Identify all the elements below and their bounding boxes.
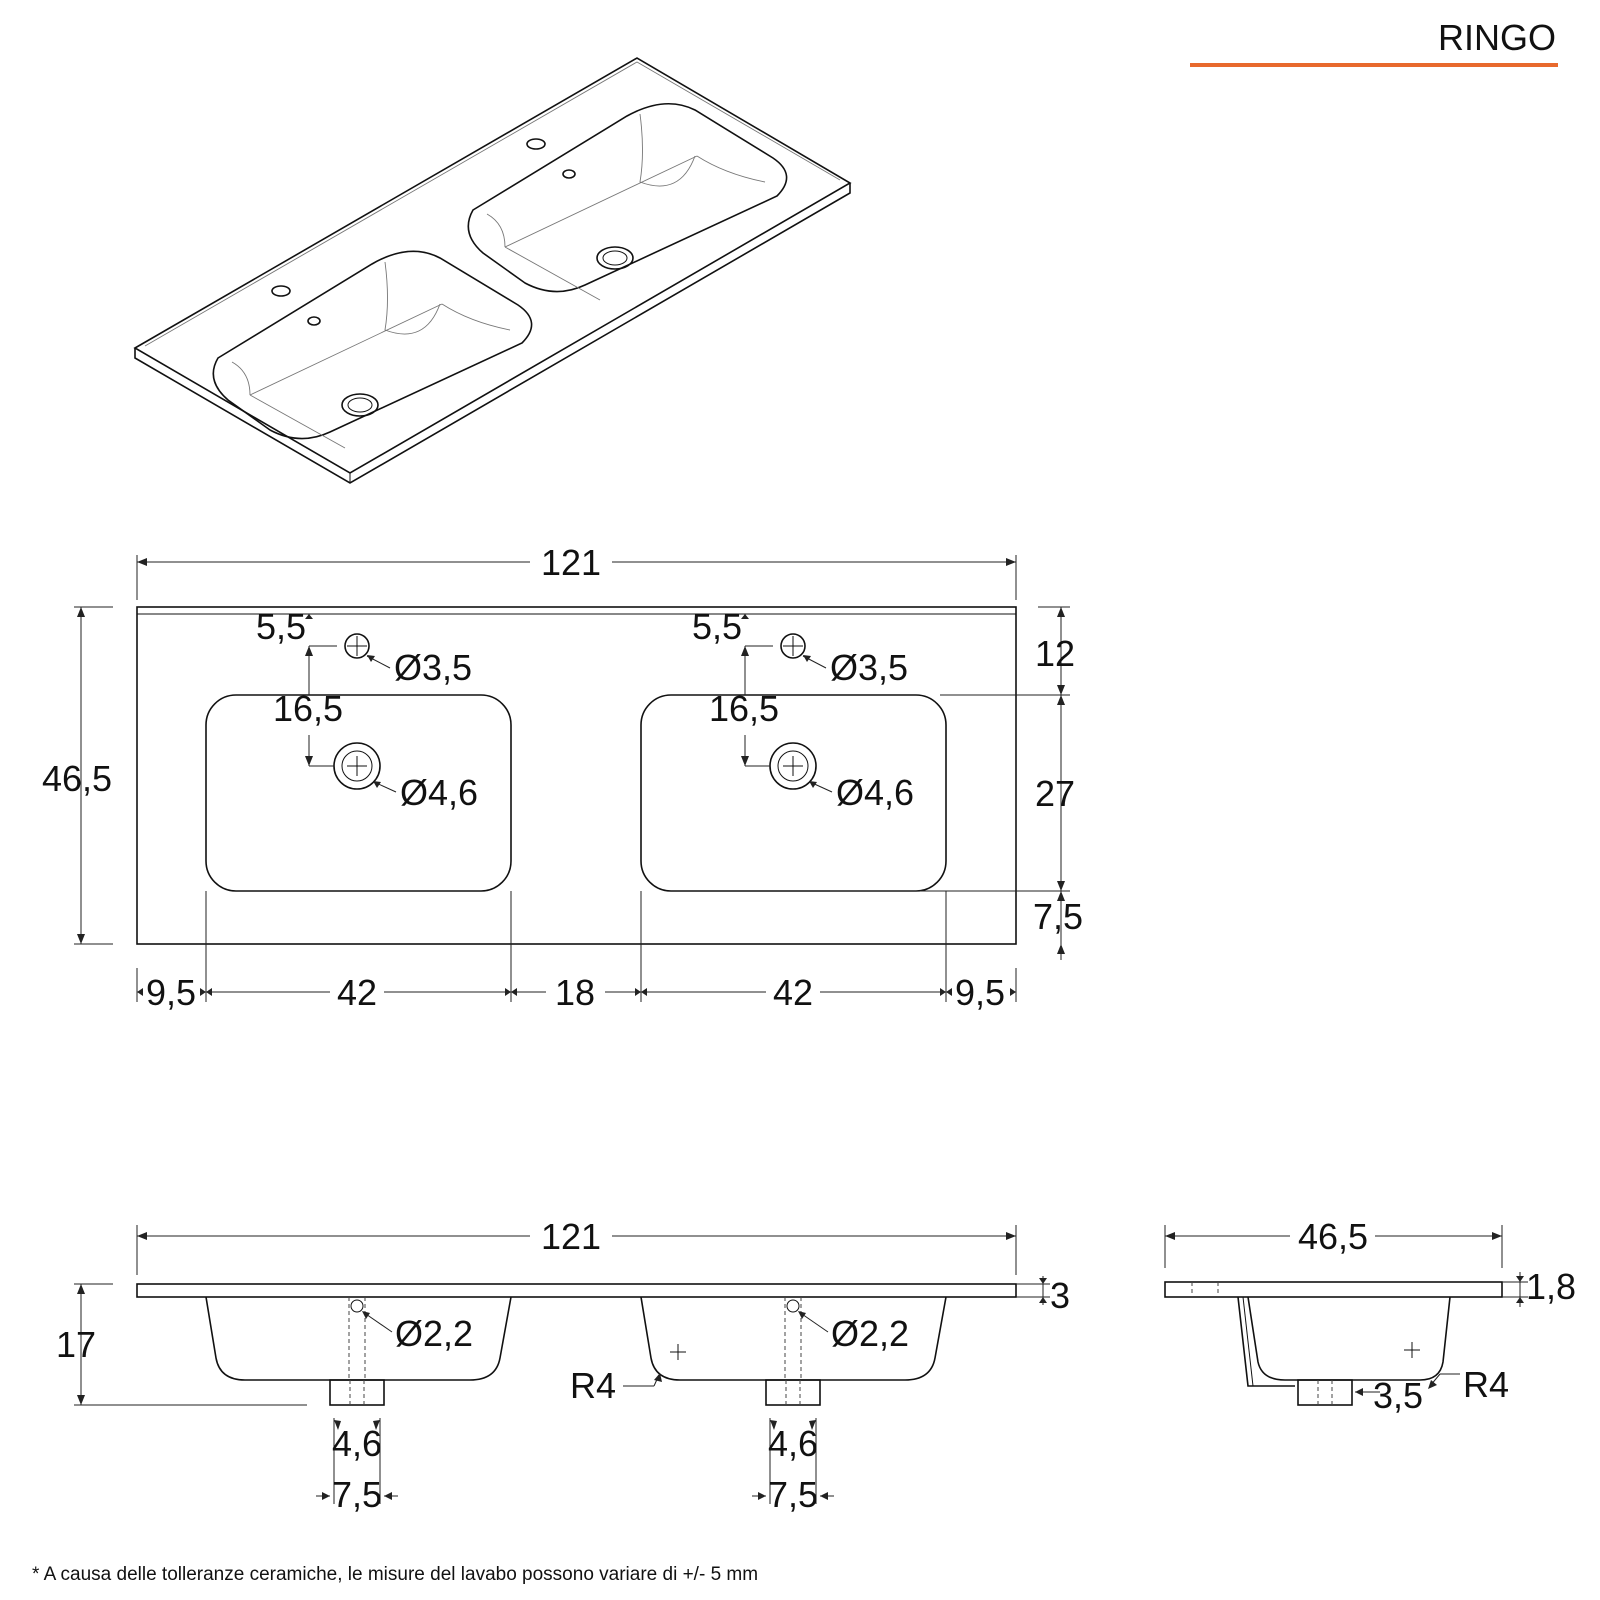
left-drain-offset: 16,5 <box>273 688 343 729</box>
iso-basin-left <box>212 250 533 449</box>
iso-basin-right <box>467 102 788 301</box>
side-radius: R4 <box>1463 1364 1509 1405</box>
right-tap-hole: Ø3,5 <box>830 647 908 688</box>
dim-total-depth: 46,5 <box>42 758 112 799</box>
top-basin-left <box>205 694 512 892</box>
top-basin-right <box>640 694 947 892</box>
left-tap-hole: Ø3,5 <box>394 647 472 688</box>
tolerance-note: * A causa delle tolleranze ceramiche, le… <box>32 1564 758 1585</box>
front-right-drain-inner: 4,6 <box>768 1423 818 1464</box>
left-tap-offset: 5,5 <box>256 606 306 647</box>
right-drain-hole: Ø4,6 <box>836 772 914 813</box>
front-left-drain-outer: 7,5 <box>332 1474 382 1515</box>
front-right-drain-outer: 7,5 <box>768 1474 818 1515</box>
product-title: RINGO <box>1438 17 1556 58</box>
title-underline <box>1190 63 1558 67</box>
front-radius: R4 <box>570 1365 616 1406</box>
front-view: 121 3 17 Ø2,2 Ø2,2 R4 4,6 <box>56 1216 1070 1515</box>
dim-front-margin: 7,5 <box>1033 896 1083 937</box>
right-drain-offset: 16,5 <box>709 688 779 729</box>
dim-basin-gap: 18 <box>555 972 595 1013</box>
front-left-overflow: Ø2,2 <box>395 1313 473 1354</box>
dim-basin-depth: 27 <box>1035 773 1075 814</box>
front-left-drain-inner: 4,6 <box>332 1423 382 1464</box>
dim-side-right: 9,5 <box>955 972 1005 1013</box>
front-right-overflow: Ø2,2 <box>831 1313 909 1354</box>
left-drain-hole: Ø4,6 <box>400 772 478 813</box>
dim-total-width: 121 <box>541 542 601 583</box>
isometric-view <box>133 57 852 484</box>
side-dim-depth: 46,5 <box>1298 1216 1368 1257</box>
side-dim-drain-offset: 3,5 <box>1373 1375 1423 1416</box>
front-dim-total-width: 121 <box>541 1216 601 1257</box>
right-tap-offset: 5,5 <box>692 606 742 647</box>
dim-back-margin: 12 <box>1035 633 1075 674</box>
front-dim-height: 17 <box>56 1324 96 1365</box>
side-view: 46,5 1,8 3,5 R4 <box>1164 1216 1576 1416</box>
top-view: 121 46,5 5,5 16,5 Ø3,5 Ø4,6 5,5 16,5 <box>42 542 1083 1013</box>
dim-basin-right-width: 42 <box>773 972 813 1013</box>
dim-basin-left-width: 42 <box>337 972 377 1013</box>
side-dim-thickness: 1,8 <box>1526 1266 1576 1307</box>
dim-side-left: 9,5 <box>146 972 196 1013</box>
front-dim-thickness: 3 <box>1050 1275 1070 1316</box>
